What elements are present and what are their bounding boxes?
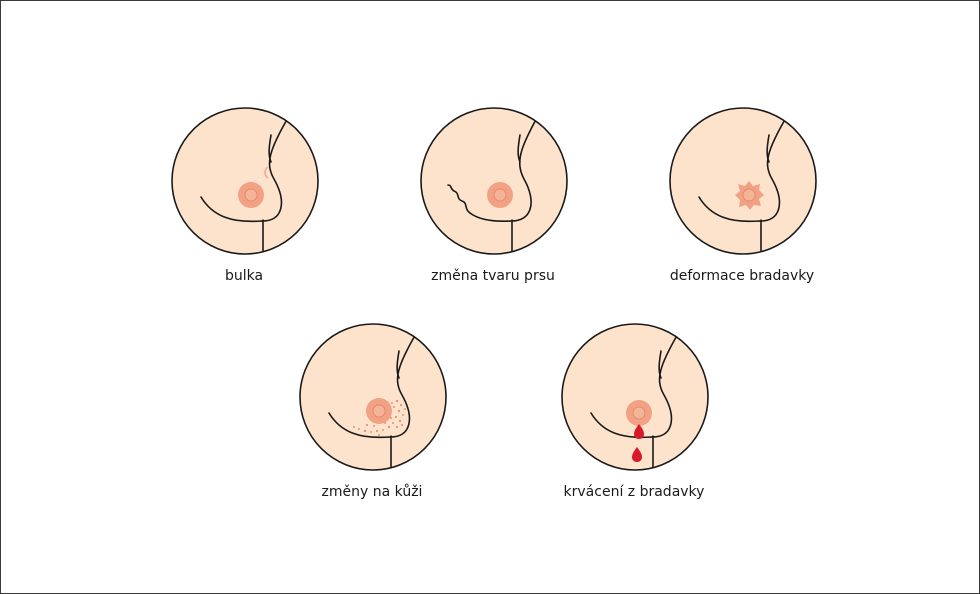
- symptom-label: změny na kůži: [272, 484, 472, 500]
- breast-illustration-nipple-bleeding: [561, 323, 709, 471]
- nipple: [633, 407, 645, 419]
- nipple: [245, 189, 257, 201]
- breast-illustration-nipple-deformation: [669, 107, 817, 255]
- symptom-label: krvácení z bradavky: [534, 484, 734, 500]
- breast-illustration-shape-change: [420, 107, 568, 255]
- breast-illustration-lump: [171, 107, 319, 255]
- symptom-label: změna tvaru prsu: [393, 268, 593, 284]
- symptom-label: deformace bradavky: [642, 268, 842, 284]
- nipple: [743, 189, 755, 201]
- nipple: [494, 189, 506, 201]
- nipple: [373, 405, 385, 417]
- symptom-label: bulka: [144, 268, 344, 284]
- breast-illustration-skin-changes: [299, 323, 447, 471]
